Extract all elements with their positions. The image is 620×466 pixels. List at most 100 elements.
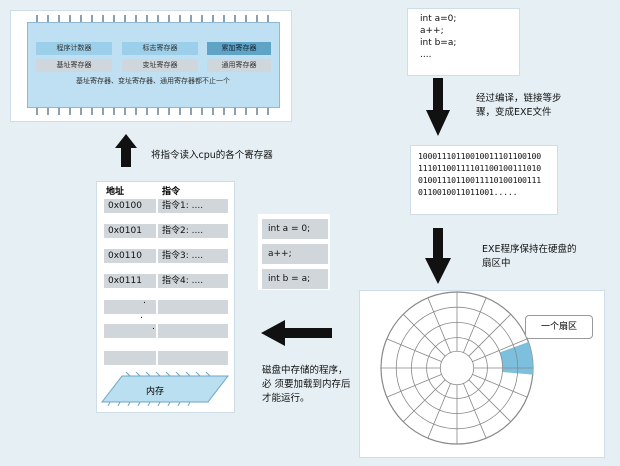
register-accumulator: 累加寄存器 — [207, 42, 271, 55]
disk-sector-line — [403, 314, 446, 357]
cpu-pin — [212, 15, 214, 22]
cpu-pin — [47, 15, 49, 22]
memory-panel — [96, 181, 235, 413]
binary-line: 11101100111101100100111010 — [418, 163, 541, 173]
cpu-pin — [58, 108, 60, 115]
cpu-pin — [124, 108, 126, 115]
cpu-pin — [113, 15, 115, 22]
memory-empty-cell — [104, 324, 156, 338]
cpu-pin — [212, 108, 214, 115]
cpu-pin — [91, 15, 93, 22]
instruction-item: int b = a; — [262, 269, 328, 289]
disk-sector-line — [472, 338, 528, 362]
sector-callout: 一个扇区 — [525, 315, 593, 339]
cpu-pin — [201, 15, 203, 22]
cpu-pin — [256, 108, 258, 115]
memory-address: 0x0111 — [104, 274, 156, 288]
cpu-pin — [47, 108, 49, 115]
cpu-register-note: 基址寄存器、变址寄存器、通用寄存器都不止一个 — [76, 77, 230, 85]
memory-header-address: 地址 — [106, 187, 125, 197]
cpu-pin — [179, 15, 181, 22]
disk-sector-line — [427, 297, 451, 353]
cpu-pin — [234, 108, 236, 115]
disk-sector-line — [386, 374, 442, 398]
memory-dot: . — [152, 322, 155, 332]
source-code-line: .... — [420, 50, 432, 60]
binary-line: 01001110110011110100100111 — [418, 175, 541, 185]
cpu-pin — [146, 108, 148, 115]
disk-svg — [380, 291, 534, 445]
binary-line: 10001110110010011101100100 — [418, 151, 541, 161]
cpu-pin — [256, 15, 258, 22]
memory-chip — [100, 372, 230, 406]
cpu-pin — [157, 15, 159, 22]
disk-sector-line — [468, 314, 511, 357]
memory-empty-cell — [104, 300, 156, 314]
disk-sector-line — [463, 383, 487, 439]
cpu-pin — [245, 108, 247, 115]
cpu-pin — [179, 108, 181, 115]
cpu-pin — [245, 15, 247, 22]
memory-empty-cell — [104, 351, 156, 365]
label-to-cpu: 将指令读入cpu的各个寄存器 — [151, 150, 273, 161]
source-code-line: int a=0; — [420, 14, 457, 24]
memory-address: 0x0100 — [104, 199, 156, 213]
memory-empty-cell — [158, 351, 228, 365]
disk-sector-highlight — [499, 342, 533, 375]
arrow-up-to-cpu — [115, 134, 137, 148]
arrow-down-compile — [426, 110, 450, 136]
cpu-pin — [58, 15, 60, 22]
memory-empty-cell — [158, 300, 228, 314]
instruction-item: int a = 0; — [262, 219, 328, 239]
binary-box — [410, 145, 558, 215]
memory-instruction: 指令4: .... — [158, 274, 228, 288]
register-program-counter: 程序计数器 — [36, 42, 112, 55]
disk-sector-line — [427, 383, 451, 439]
cpu-pin — [201, 108, 203, 115]
cpu-pin — [168, 108, 170, 115]
memory-instruction: 指令1: .... — [158, 199, 228, 213]
instruction-item: a++; — [262, 244, 328, 264]
disk-sector-line — [468, 379, 511, 422]
source-code: int a=0; a++; int b=a;.... — [420, 13, 456, 61]
arrow-left-shaft — [284, 328, 332, 338]
cpu-pin — [190, 108, 192, 115]
cpu-pin — [190, 15, 192, 22]
cpu-pin — [267, 15, 269, 22]
cpu-pin — [36, 15, 38, 22]
cpu-pin — [36, 108, 38, 115]
register-flag: 标志寄存器 — [122, 42, 198, 55]
memory-address: 0x0101 — [104, 224, 156, 238]
memory-header-instruction: 指令 — [162, 187, 181, 197]
memory-dot: . — [140, 311, 143, 321]
cpu-pin — [135, 15, 137, 22]
memory-address: 0x0110 — [104, 249, 156, 263]
memory-empty-cell — [158, 324, 228, 338]
source-code-line: a++; — [420, 26, 444, 36]
cpu-pin — [69, 108, 71, 115]
source-code-line: int b=a; — [420, 38, 457, 48]
register-base: 基址寄存器 — [36, 59, 112, 72]
cpu-pin — [223, 15, 225, 22]
cpu-pin — [135, 108, 137, 115]
cpu-pin — [113, 108, 115, 115]
disk-sector-line — [386, 338, 442, 362]
memory-dot: . — [143, 296, 146, 306]
binary-code: 10001110110010011101100100 11101100111101… — [418, 150, 541, 198]
source-code-box — [407, 8, 520, 76]
cpu-pin — [168, 15, 170, 22]
memory-instruction: 指令3: .... — [158, 249, 228, 263]
arrow-left-to-memory — [261, 320, 285, 346]
register-index: 变址寄存器 — [122, 59, 198, 72]
label-compile: 经过编译，链接等步骤，变成EXE文件 — [476, 93, 562, 118]
cpu-pin — [124, 15, 126, 22]
register-general: 通用寄存器 — [207, 59, 271, 72]
cpu-pin — [102, 108, 104, 115]
cpu-pin — [223, 108, 225, 115]
disk-sector-line — [403, 379, 446, 422]
cpu-pin — [91, 108, 93, 115]
arrow-compile-shaft — [433, 78, 443, 111]
binary-line: 0110010011011001..... — [418, 187, 518, 197]
arrow-down-storage — [425, 258, 451, 284]
cpu-pin — [102, 15, 104, 22]
